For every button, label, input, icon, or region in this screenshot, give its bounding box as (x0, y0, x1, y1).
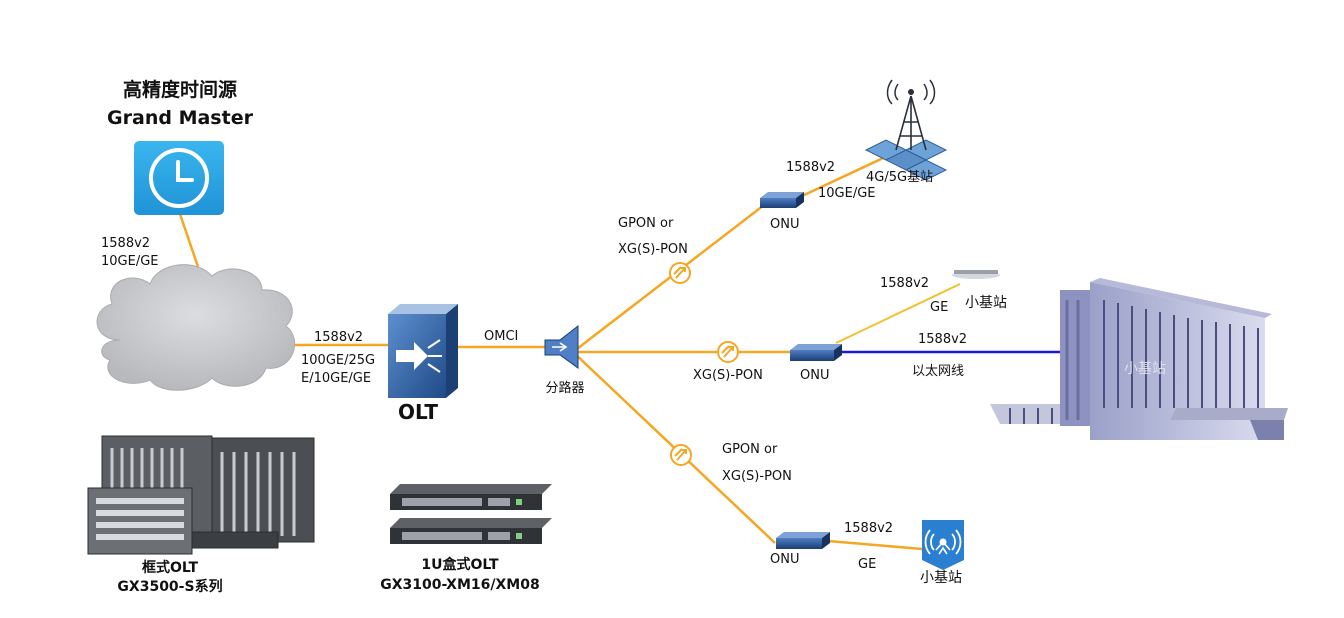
cloud-olt-protocol: 1588v2 (314, 330, 364, 345)
bottom-link-speed: GE (858, 557, 877, 572)
chassis-olt-image (87, 435, 315, 555)
splitter-icon (544, 324, 579, 369)
top-station-label: 4G/5G基站 (866, 170, 934, 185)
top-pon-line1: GPON or (618, 216, 674, 231)
mid-small-speed: GE (930, 300, 949, 315)
olt-icon (388, 304, 458, 398)
eth-label: 以太网线 (912, 364, 965, 379)
building-icon (990, 278, 1288, 440)
small-station-bottom-icon (922, 520, 964, 570)
mid-pon: XG(S)-PON (693, 368, 763, 383)
tower-icon (864, 79, 948, 181)
cloud-olt-speed-1: 100GE/25G (301, 353, 376, 368)
link-onu-mid-smallstation (835, 283, 961, 344)
top-link-protocol: 1588v2 (786, 160, 836, 175)
box-caption-2: GX3100-XM16/XM08 (380, 577, 540, 593)
bottom-onu-label: ONU (770, 552, 800, 567)
box-caption-1: 1U盒式OLT (421, 557, 499, 573)
mid-small-station-label: 小基站 (965, 295, 1007, 311)
clock-icon (134, 141, 224, 215)
link-onu-top-station (801, 150, 897, 198)
marker-bottom (670, 444, 692, 466)
small-station-mid-icon (952, 270, 1000, 279)
box-olt-image (390, 484, 552, 544)
onu-mid-icon (790, 344, 842, 361)
top-link-speed: 10GE/GE (818, 186, 876, 201)
splitter-markers (669, 262, 739, 466)
bottom-pon-line1: GPON or (722, 442, 778, 457)
mid-small-protocol: 1588v2 (880, 276, 930, 291)
chassis-caption-2: GX3500-S系列 (117, 579, 223, 595)
bottom-station-label: 小基站 (920, 570, 962, 586)
link-splitter-top (572, 204, 765, 353)
onu-bottom-icon (776, 532, 830, 549)
top-onu-label: ONU (770, 217, 800, 232)
marker-mid (717, 341, 739, 363)
eth-protocol: 1588v2 (918, 332, 968, 347)
cloud-olt-speed-2: E/10GE/GE (301, 371, 372, 386)
chassis-caption-1: 框式OLT (141, 560, 199, 576)
bottom-pon-line2: XG(S)-PON (722, 469, 792, 484)
omci-label: OMCI (484, 329, 519, 344)
gm-link-protocol: 1588v2 (101, 236, 151, 251)
top-pon-line2: XG(S)-PON (618, 242, 688, 257)
marker-top (669, 262, 691, 284)
grand-master-title-en: Grand Master (107, 107, 253, 129)
gm-link-speed: 10GE/GE (101, 254, 159, 269)
cloud-icon (96, 264, 296, 391)
building-station-label: 小基站 (1124, 361, 1166, 377)
bottom-link-protocol: 1588v2 (844, 521, 894, 536)
onu-top-icon (760, 192, 804, 208)
mid-onu-label: ONU (800, 368, 830, 383)
link-onu-bottom-station (827, 539, 923, 551)
grand-master-title-cn: 高精度时间源 (122, 79, 237, 101)
olt-label: OLT (397, 400, 439, 424)
splitter-label: 分路器 (545, 381, 585, 396)
